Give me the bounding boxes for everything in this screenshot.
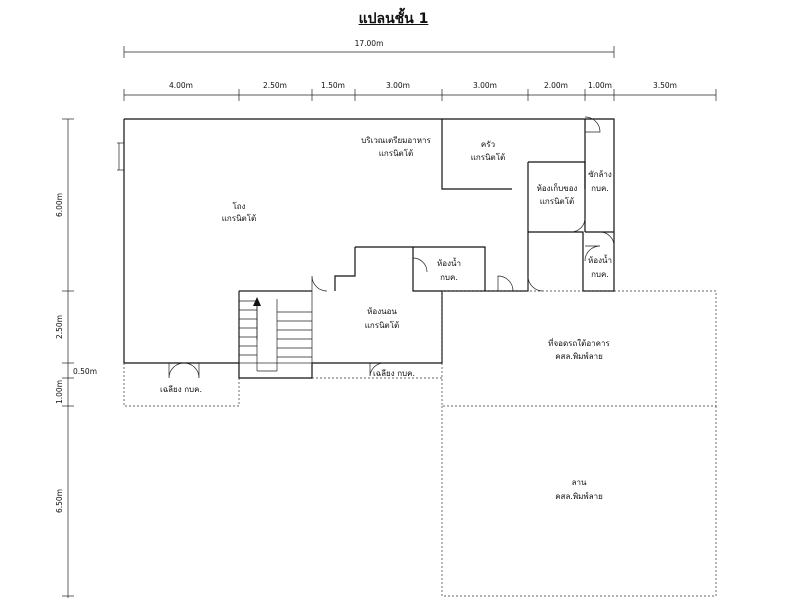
top-dimension-label: 4.00m bbox=[169, 81, 193, 90]
door-swing bbox=[412, 257, 428, 273]
door-swing bbox=[527, 275, 544, 292]
room-labels: โถง แกรนิตโต้ บริเวณเตรียมอาหาร แกรนิตโต… bbox=[160, 136, 612, 501]
door-swing bbox=[311, 275, 328, 292]
top-dimension-label: 3.00m bbox=[473, 81, 497, 90]
room-label-toilet-center-name: ห้องน้ำ bbox=[437, 257, 461, 268]
room-label-kitchen-name: ครัว bbox=[481, 140, 495, 149]
room-label-laundry-floor: กบค. bbox=[591, 184, 609, 193]
room-label-parking-name: ที่จอดรถใต้อาคาร bbox=[548, 337, 610, 348]
porches bbox=[123, 363, 442, 407]
room-label-food-prep-name: บริเวณเตรียมอาหาร bbox=[361, 136, 431, 145]
top-dimension-label: 2.50m bbox=[263, 81, 287, 90]
left-dimension-label: 1.00m bbox=[55, 380, 64, 404]
room-label-yard-name: ลาน bbox=[572, 478, 587, 487]
plan-title: แปลนชั้น 1 bbox=[358, 11, 429, 27]
left-dimension-label: 2.50m bbox=[55, 315, 64, 339]
door-swing bbox=[183, 362, 200, 379]
room-label-toilet-right-name: ห้องน้ำ bbox=[588, 254, 612, 265]
room-label-porch-left: เฉลียง กบค. bbox=[160, 385, 202, 394]
room-label-porch-right: เฉลียง กบค. bbox=[373, 369, 415, 378]
room-label-food-prep-floor: แกรนิตโต้ bbox=[379, 148, 413, 158]
top-dimension-label: 3.50m bbox=[653, 81, 677, 90]
room-label-parking-floor: คสล.พิมพ์ลาย bbox=[555, 351, 603, 361]
top-dimension-label: 3.00m bbox=[386, 81, 410, 90]
overall-dimension: 17.00m bbox=[123, 39, 615, 58]
overall-dimension-label: 17.00m bbox=[355, 39, 384, 48]
room-label-toilet-center-floor: กบค. bbox=[440, 273, 458, 282]
room-label-storage-floor: แกรนิตโต้ bbox=[540, 196, 574, 206]
room-label-kitchen-floor: แกรนิตโต้ bbox=[471, 152, 505, 162]
door-swing bbox=[584, 245, 601, 262]
left-dimension-label: 6.50m bbox=[55, 489, 64, 513]
parking-yard bbox=[441, 290, 717, 597]
room-label-lobby-floor: แกรนิตโต้ bbox=[222, 213, 256, 223]
stair-arrow-head bbox=[253, 297, 261, 306]
top-dimension-label: 1.00m bbox=[588, 81, 612, 90]
door-swing bbox=[570, 217, 586, 233]
walls bbox=[123, 118, 615, 379]
door-swing bbox=[168, 362, 185, 379]
left-dimension-label: 6.00m bbox=[55, 193, 64, 217]
door-swing bbox=[584, 116, 601, 133]
left-dimension-chain: 6.00m 2.50m 0.50m 1.00m 6.50m bbox=[55, 118, 97, 598]
room-label-bedroom-name: ห้องนอน bbox=[367, 307, 397, 316]
doors bbox=[117, 116, 615, 379]
room-label-toilet-right-floor: กบค. bbox=[591, 270, 609, 279]
room-label-laundry-name: ซักล้าง bbox=[588, 170, 612, 179]
top-dimension-chain: 4.00m 2.50m 1.50m 3.00m 3.00m 2.00m 1.00… bbox=[123, 81, 717, 101]
left-dimension-label: 0.50m bbox=[73, 367, 97, 376]
room-label-bedroom-floor: แกรนิตโต้ bbox=[365, 320, 399, 330]
door-swing bbox=[599, 231, 615, 247]
room-label-yard-floor: คสล.พิมพ์ลาย bbox=[555, 491, 603, 501]
top-dimension-label: 2.00m bbox=[544, 81, 568, 90]
door-swing bbox=[497, 275, 514, 292]
door-swing bbox=[369, 362, 385, 377]
staircase bbox=[238, 290, 313, 372]
room-label-storage-name: ห้องเก็บของ bbox=[537, 183, 578, 193]
top-dimension-label: 1.50m bbox=[321, 81, 345, 90]
room-label-lobby-name: โถง bbox=[232, 201, 245, 211]
